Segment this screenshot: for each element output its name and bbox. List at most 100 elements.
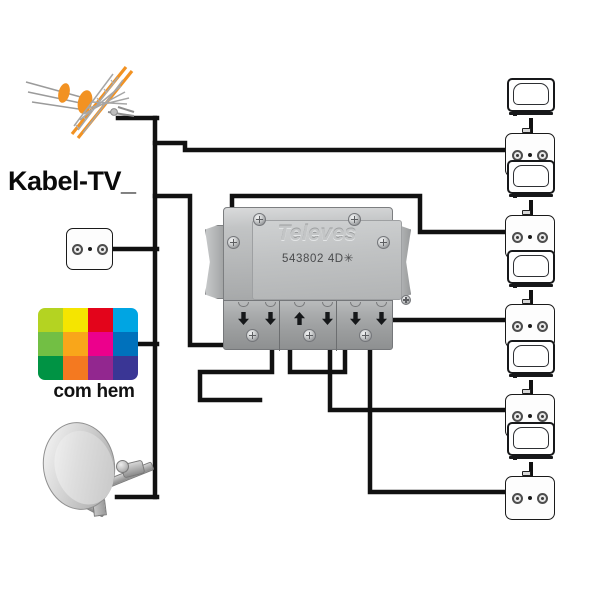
tv-screen (512, 82, 550, 106)
port-notch-1 (238, 302, 249, 307)
tv-cable-2 (529, 200, 533, 216)
band-screw-1 (246, 329, 259, 342)
splitter-port-2[interactable] (265, 312, 276, 325)
outlet-center-dot (528, 153, 532, 157)
cable-trunk-to-splitter-input (152, 193, 235, 348)
port-notch-2 (265, 302, 276, 307)
tv-foot (512, 113, 518, 117)
tv-body (507, 250, 555, 284)
splitter-port-3[interactable] (294, 312, 305, 325)
television-icon (507, 160, 555, 202)
outlet-port-left (512, 231, 523, 243)
coax-wall-outlet-icon[interactable] (505, 476, 555, 520)
com-hem-color-cell-1 (38, 308, 63, 332)
splitter-screw-left (227, 236, 240, 249)
splitter-screw-side (401, 295, 411, 305)
tv-foot (512, 457, 518, 461)
com-hem-label: com hem (53, 381, 135, 402)
outlet-port-right (537, 410, 548, 422)
tv-cable-3 (529, 290, 533, 306)
tv-foot (512, 375, 518, 379)
com-hem-color-cell-9 (38, 356, 63, 380)
tv-foot (512, 195, 518, 199)
cable-splitter-to-outlet-5 (367, 349, 532, 495)
com-hem-color-grid (38, 308, 138, 380)
tv-cable-4 (529, 380, 533, 396)
com-hem-logo (38, 308, 138, 380)
outlet-center-dot (528, 235, 532, 239)
coax-wall-outlet-icon[interactable] (66, 228, 113, 270)
cable-trunk-to-outlet-1 (152, 140, 532, 153)
outlet-port-right (96, 243, 108, 255)
outlet-port-right (537, 492, 548, 504)
tv-foot (512, 285, 518, 289)
splitter-screw-top-right (348, 213, 361, 226)
tv-screen (512, 344, 550, 368)
tv-body (507, 422, 555, 456)
outlet-center-dot (528, 414, 532, 418)
cable-splitter-to-outlet-4 (327, 349, 532, 413)
outlet-port-left (512, 410, 523, 422)
splitter-housing (223, 207, 402, 315)
splitter-port-6[interactable] (376, 312, 387, 325)
televes-brand-text: Televes (277, 222, 357, 245)
television-icon (507, 78, 555, 120)
com-hem-color-cell-12 (113, 356, 138, 380)
outlet-port-left (71, 243, 83, 255)
com-hem-color-cell-5 (38, 332, 63, 356)
com-hem-color-cell-7 (88, 332, 113, 356)
tv-base (508, 284, 554, 287)
outlet-center-dot (87, 247, 92, 251)
port-notch-3 (294, 302, 305, 307)
tv-base (508, 374, 554, 377)
port-notch-5 (350, 302, 361, 307)
tv-antenna-icon (22, 52, 162, 144)
tv-body (507, 160, 555, 194)
com-hem-color-cell-3 (88, 308, 113, 332)
splitter-connector-band (223, 300, 393, 351)
outlet-center-dot (528, 496, 532, 500)
outlet-center-dot (528, 324, 532, 328)
band-screw-2 (303, 329, 316, 342)
cable-splitter-to-outlet-3 (197, 349, 275, 403)
tv-body (507, 78, 555, 112)
band-seam-2 (336, 301, 338, 351)
television-icon (507, 340, 555, 382)
tv-screen (512, 254, 550, 278)
tv-screen (512, 426, 550, 450)
com-hem-color-cell-8 (113, 332, 138, 356)
splitter-screw-top-left (253, 213, 266, 226)
tv-cable-5 (529, 462, 533, 478)
splitter-port-1[interactable] (238, 312, 249, 325)
com-hem-color-cell-4 (113, 308, 138, 332)
outlet-port-right (537, 149, 548, 161)
tv-screen (512, 164, 550, 188)
dish-reflector-surface (45, 423, 124, 513)
port-notch-4 (322, 302, 333, 307)
outlet-port-left (512, 320, 523, 332)
satellite-dish-icon (36, 416, 173, 525)
splitter-port-4[interactable] (322, 312, 333, 325)
dish-lnb-head (116, 460, 129, 473)
television-icon (507, 422, 555, 464)
splitter-housing-inset (252, 220, 402, 300)
televes-splitter[interactable]: Televes 543802 4D✳ (205, 203, 411, 351)
band-seam-1 (279, 301, 281, 351)
tv-body (507, 340, 555, 374)
television-icon (507, 250, 555, 292)
outlet-port-left (512, 492, 523, 504)
splitter-screw-right (377, 236, 390, 249)
band-screw-3 (359, 329, 372, 342)
splitter-port-5[interactable] (350, 312, 361, 325)
tv-base (508, 456, 554, 459)
outlet-port-left (512, 149, 523, 161)
kabel-tv-label: Kabel-TV_ (8, 166, 136, 196)
com-hem-color-cell-2 (63, 308, 88, 332)
port-notch-6 (376, 302, 387, 307)
outlet-port-right (537, 231, 548, 243)
splitter-model-text: 543802 4D✳ (282, 253, 354, 265)
com-hem-color-cell-10 (63, 356, 88, 380)
com-hem-color-cell-11 (88, 356, 113, 380)
